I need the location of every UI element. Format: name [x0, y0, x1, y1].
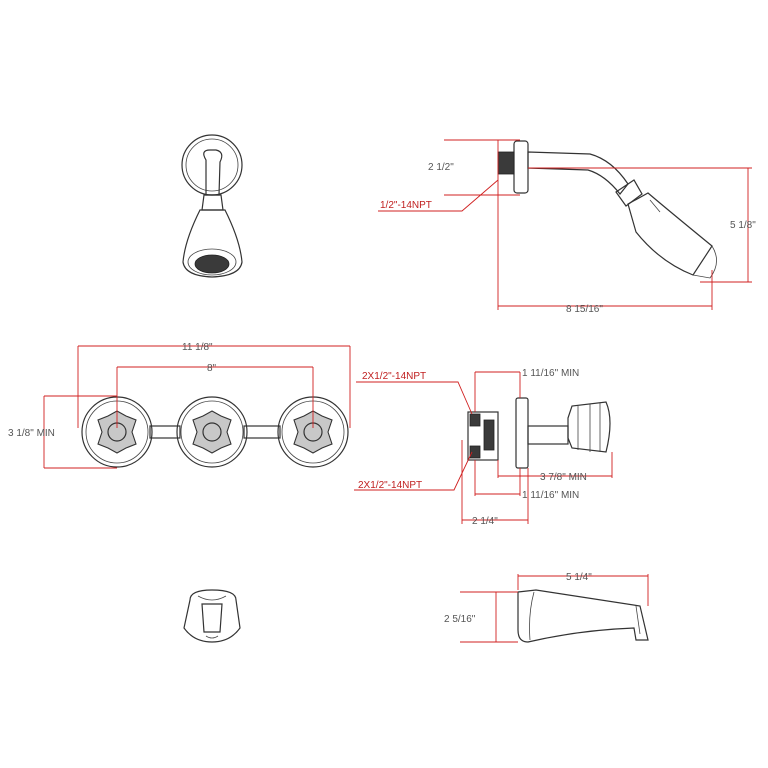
tub-spout-front-view	[183, 589, 241, 643]
shower-height-label: 2 1/2"	[428, 162, 454, 173]
shower-head-front-view	[181, 134, 243, 278]
valve-side-view: 1 11/16" MIN 2X1/2"-14NPT 2X1/2"-14NPT 3…	[354, 368, 613, 527]
shower-head-side-view: 2 1/2" 1/2"-14NPT 5 1/8" 8 15/16"	[378, 139, 756, 315]
top-port-label: 2X1/2"-14NPT	[362, 371, 426, 382]
depth-handle-label: 3 7/8" MIN	[540, 472, 587, 483]
valve-front-view: 11 1/8" 8" 3 1/8" MIN	[8, 342, 351, 469]
spout-height-label: 2 5/16"	[444, 614, 476, 625]
body-width-label: 2 1/4"	[472, 516, 498, 527]
valve-height-label: 3 1/8" MIN	[8, 428, 55, 439]
valve-spacing-label: 8"	[207, 363, 217, 374]
depth-top-label: 1 11/16" MIN	[522, 368, 579, 379]
shower-thread-label: 1/2"-14NPT	[380, 200, 432, 211]
bottom-port-label: 2X1/2"-14NPT	[358, 480, 422, 491]
shower-reach-label: 8 15/16"	[566, 304, 603, 315]
spout-length-label: 5 1/4"	[566, 572, 592, 583]
tub-spout-side-view: 5 1/4" 2 5/16"	[444, 572, 649, 643]
center-handle	[176, 396, 248, 468]
shower-drop-label: 5 1/8"	[730, 220, 756, 231]
depth-bottom-label: 1 11/16" MIN	[522, 490, 579, 501]
valve-width-label: 11 1/8"	[182, 342, 213, 353]
